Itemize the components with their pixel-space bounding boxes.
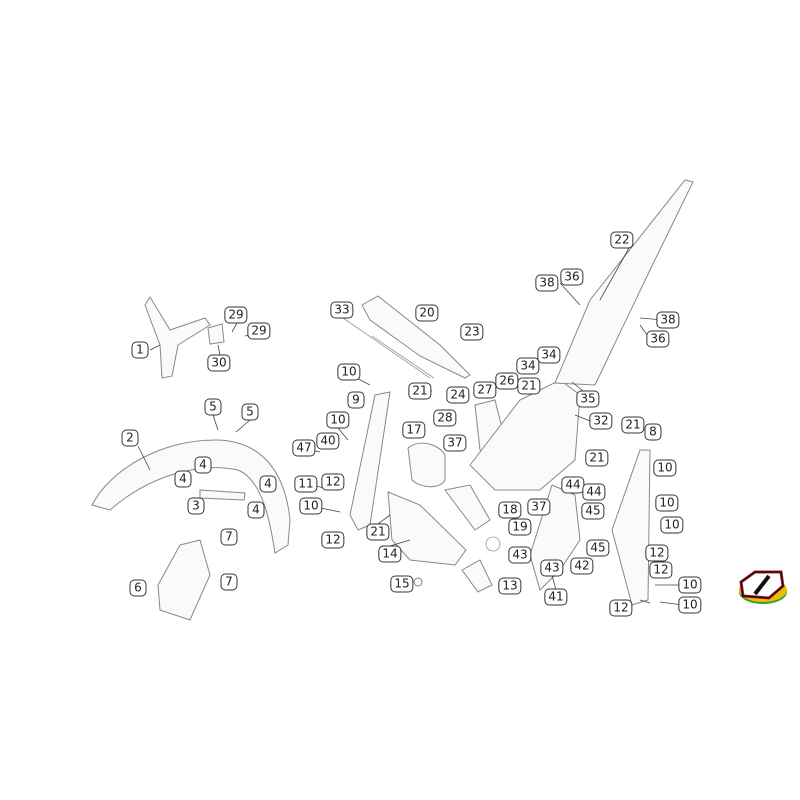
callout-part-5: 5: [241, 403, 259, 421]
part-22-rear-fender: [554, 179, 694, 386]
callout-part-10: 10: [299, 497, 323, 515]
part-19-clamp: [485, 536, 501, 552]
callout-part-5: 5: [204, 398, 222, 416]
callout-part-45: 45: [586, 539, 610, 557]
callout-part-43: 43: [508, 546, 532, 564]
callout-part-4: 4: [247, 501, 265, 519]
part-33-strip: [342, 317, 431, 379]
callout-part-10: 10: [655, 494, 679, 512]
callout-part-1: 1: [131, 341, 149, 359]
callout-part-36: 36: [646, 330, 670, 348]
callout-part-10: 10: [653, 459, 677, 477]
callout-part-6: 6: [129, 579, 147, 597]
callout-part-3: 3: [187, 497, 205, 515]
part-13-manifold: [461, 559, 493, 593]
callout-part-44: 44: [561, 476, 585, 494]
callout-part-17: 17: [402, 421, 426, 439]
logo-icon: [739, 570, 787, 604]
callout-part-10: 10: [660, 516, 684, 534]
callout-part-18: 18: [498, 501, 522, 519]
callout-part-37: 37: [443, 434, 467, 452]
callout-part-29: 29: [247, 322, 271, 340]
callout-part-12: 12: [645, 544, 669, 562]
callout-part-12: 12: [321, 473, 345, 491]
callout-part-24: 24: [446, 386, 470, 404]
part-30-clip: [207, 323, 225, 345]
callout-part-14: 14: [378, 545, 402, 563]
callout-part-38: 38: [535, 274, 559, 292]
callout-part-19: 19: [508, 518, 532, 536]
callout-part-21: 21: [517, 377, 541, 395]
callout-part-20: 20: [415, 304, 439, 322]
callout-part-22: 22: [610, 231, 634, 249]
callout-part-9: 9: [347, 391, 365, 409]
callout-part-45: 45: [581, 502, 605, 520]
callout-part-44: 44: [582, 483, 606, 501]
callout-part-27: 27: [473, 381, 497, 399]
brand-logo: [733, 568, 789, 606]
callout-part-34: 34: [537, 346, 561, 364]
callout-part-13: 13: [498, 577, 522, 595]
callout-part-4: 4: [259, 475, 277, 493]
part-14-airbox: [387, 491, 467, 566]
part-6-disc-guard: [157, 539, 211, 621]
callout-part-12: 12: [321, 531, 345, 549]
callout-part-26: 26: [495, 372, 519, 390]
callout-part-4: 4: [174, 470, 192, 488]
part-17-air-filter: [407, 442, 446, 488]
callout-part-7: 7: [220, 528, 238, 546]
part-8-right-frame: [611, 449, 651, 606]
callout-part-47: 47: [292, 439, 316, 457]
callout-part-12: 12: [649, 561, 673, 579]
callout-part-33: 33: [330, 301, 354, 319]
callout-part-41: 41: [544, 588, 568, 606]
callout-part-32: 32: [589, 412, 613, 430]
callout-part-42: 42: [570, 557, 594, 575]
callout-part-11: 11: [294, 475, 318, 493]
part-1-front-bracket: [144, 296, 211, 379]
callout-part-29: 29: [224, 306, 248, 324]
callout-part-10: 10: [678, 596, 702, 614]
callout-part-36: 36: [560, 268, 584, 286]
callout-part-10: 10: [337, 363, 361, 381]
callout-part-28: 28: [433, 409, 457, 427]
callout-part-15: 15: [390, 575, 414, 593]
part-9-side-frame: [349, 391, 391, 531]
callout-part-21: 21: [621, 416, 645, 434]
callout-part-8: 8: [644, 423, 662, 441]
callout-part-23: 23: [460, 323, 484, 341]
callout-part-21: 21: [408, 382, 432, 400]
callout-part-21: 21: [585, 449, 609, 467]
callout-part-10: 10: [326, 411, 350, 429]
part-2-front-fender: [91, 439, 291, 554]
callout-part-10: 10: [678, 576, 702, 594]
part-32-rear-inner-fender: [469, 379, 581, 491]
callout-part-4: 4: [194, 456, 212, 474]
part-3-fender-bracket: [199, 489, 246, 501]
callout-part-38: 38: [656, 311, 680, 329]
callout-part-7: 7: [220, 573, 238, 591]
callout-part-12: 12: [609, 599, 633, 617]
part-20-upper-bracket: [361, 295, 471, 379]
callout-part-2: 2: [121, 429, 139, 447]
part-15-grommet: [413, 577, 423, 587]
callout-part-21: 21: [366, 523, 390, 541]
callout-part-30: 30: [207, 354, 231, 372]
callout-part-37: 37: [527, 498, 551, 516]
callout-part-34: 34: [516, 357, 540, 375]
callout-part-35: 35: [576, 390, 600, 408]
part-18-intake-boot: [444, 484, 491, 531]
callout-part-43: 43: [540, 559, 564, 577]
callout-part-40: 40: [316, 432, 340, 450]
